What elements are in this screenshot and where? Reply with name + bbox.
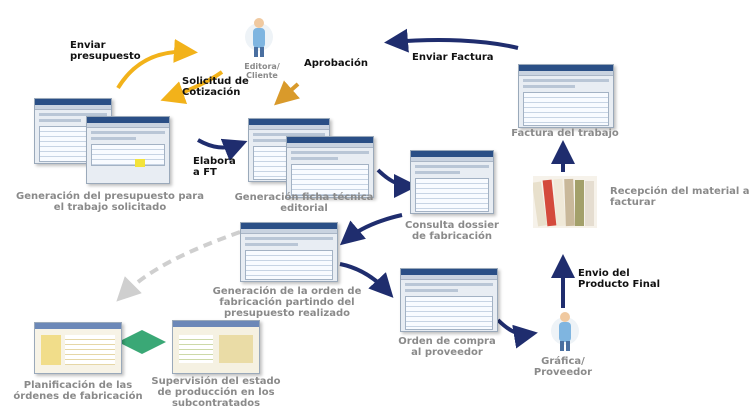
material-reception-photo (533, 176, 597, 228)
flow-aprobacion: Aprobación (304, 58, 368, 69)
flow-enviar-factura: Enviar Factura (412, 52, 494, 63)
orden-fabricacion-screenshot (240, 222, 338, 282)
arrow-elabora (197, 138, 248, 162)
planificacion-screenshot (34, 322, 122, 374)
arrow-to-grafica (496, 318, 538, 349)
flow-envio: Envio del Producto Final (578, 268, 661, 290)
factura-label: Factura del trabajo (511, 128, 619, 139)
presupuesto-screenshot-2 (86, 116, 170, 184)
editora-label: Editora/ Cliente (244, 62, 280, 80)
grafica-label: Gráfica/ Proveedor (533, 356, 593, 378)
dossier-label: Consulta dossier de fabricación (405, 220, 499, 242)
dossier-screenshot (410, 150, 494, 214)
recepcion-label: Recepción del material a facturar (610, 186, 750, 208)
grafica-person-icon (551, 312, 579, 351)
arrow-dashed-planificacion (116, 230, 241, 302)
arrow-to-orden-fabricacion (339, 213, 403, 246)
flow-solicitud: Solicitud de Cotización (182, 76, 249, 98)
presupuesto-label: Generación del presupuesto para el traba… (16, 191, 204, 213)
planificacion-label: Planificación de las órdenes de fabricac… (13, 380, 143, 402)
flow-enviar-presupuesto: Enviar presupuesto (70, 40, 141, 62)
ficha-screenshot-2 (286, 136, 374, 198)
arrow-aprobacion (274, 80, 300, 106)
arrow-to-orden-compra (339, 262, 394, 298)
arrow-enviar-factura (384, 28, 519, 53)
editora-person-icon (245, 18, 273, 57)
orden-compra-label: Orden de compra al proveedor (398, 336, 496, 358)
arrow-to-dossier (376, 168, 418, 198)
orden-fabricacion-label: Generación de la orden de fabricación pa… (212, 286, 362, 319)
supervision-screenshot (172, 320, 260, 374)
orden-compra-screenshot (400, 268, 498, 332)
supervision-label: Supervisión del estado de producción en … (151, 376, 281, 409)
arrow-enviar-presupuesto (116, 38, 198, 90)
factura-screenshot (518, 64, 614, 128)
ficha-label: Generación ficha técnica editorial (234, 192, 374, 214)
arrow-solicitud (160, 70, 224, 104)
flow-elabora: Elabora a FT (193, 156, 236, 178)
